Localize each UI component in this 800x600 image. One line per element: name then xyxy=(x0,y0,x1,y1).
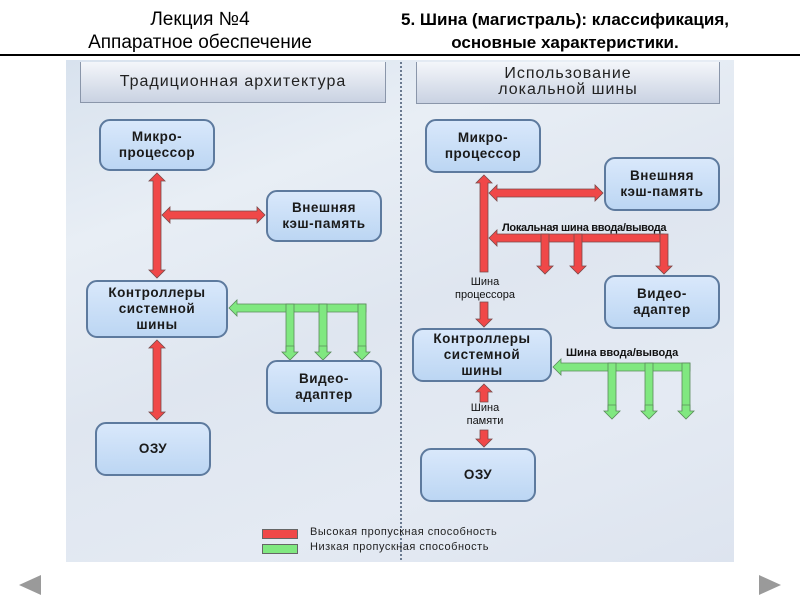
lecture-number: Лекция №4 xyxy=(150,9,250,30)
right-cpu-node: Микро- процессор xyxy=(425,119,541,173)
legend-swatch-high xyxy=(262,529,298,539)
left-section-title: Традиционная архитектура xyxy=(80,62,386,103)
memory-bus-label: Шина памяти xyxy=(466,402,504,427)
course-name: Аппаратное обеспечение xyxy=(88,32,312,53)
right-triangle-icon xyxy=(759,575,781,595)
right-io-arrow-1 xyxy=(603,404,621,420)
right-local-io-arrow-2 xyxy=(569,233,587,275)
left-triangle-icon xyxy=(19,575,41,595)
right-cache-bus xyxy=(488,184,604,202)
left-controllers-node: Контроллеры системной шины xyxy=(86,280,228,338)
right-cache-node: Внешняя кэш-память xyxy=(604,157,720,211)
prev-slide-button[interactable] xyxy=(15,572,45,598)
next-slide-button[interactable] xyxy=(755,572,785,598)
right-ram-node: ОЗУ xyxy=(420,448,536,502)
slide-title: 5. Шина (магистраль): классификация, осн… xyxy=(330,8,800,54)
left-io-arrow-2 xyxy=(314,345,332,361)
legend-label-high: Высокая пропускная способность xyxy=(310,526,498,538)
right-local-io-arrow-1 xyxy=(536,233,554,275)
legend-label-low: Низкая пропускная способность xyxy=(310,541,489,553)
slide-title-line2: основные характеристики. xyxy=(451,33,679,52)
right-local-io-arrow-3 xyxy=(655,233,673,275)
right-controllers-node: Контроллеры системной шины xyxy=(412,328,552,382)
right-memory-bus-up xyxy=(475,383,493,403)
io-bus-label: Шина ввода/вывода xyxy=(566,347,679,359)
right-memory-bus-down xyxy=(475,429,493,448)
left-io-drop-1 xyxy=(285,303,295,353)
lecture-header: Лекция №4 Аппаратное обеспечение xyxy=(0,8,400,54)
left-memory-bus xyxy=(148,339,166,421)
left-video-node: Видео- адаптер xyxy=(266,360,382,414)
left-cpu-node: Микро- процессор xyxy=(99,119,215,171)
left-io-arrow-1 xyxy=(281,345,299,361)
right-cpu-bus xyxy=(475,174,493,273)
header-divider xyxy=(0,54,800,56)
left-ram-node: ОЗУ xyxy=(95,422,211,476)
slide-title-line1: 5. Шина (магистраль): классификация, xyxy=(401,10,729,29)
left-io-drop-3 xyxy=(357,303,367,353)
right-io-arrow-3 xyxy=(677,404,695,420)
left-cache-bus xyxy=(161,206,266,224)
left-cache-node: Внешняя кэш-память xyxy=(266,190,382,242)
right-io-arrow-2 xyxy=(640,404,658,420)
local-io-bus-label: Локальная шина ввода/вывода xyxy=(502,222,667,234)
right-cpu-controllers-arrow xyxy=(475,301,493,328)
cpu-bus-label: Шина процессора xyxy=(455,276,515,301)
right-video-node: Видео- адаптер xyxy=(604,275,720,329)
legend-swatch-low xyxy=(262,544,298,554)
left-io-drop-2 xyxy=(318,303,328,353)
right-io-bus xyxy=(552,358,691,376)
left-cpu-controllers-bus xyxy=(148,172,166,279)
section-divider xyxy=(400,62,402,560)
left-io-bus xyxy=(228,299,367,317)
right-section-title: Использование локальной шины xyxy=(416,62,720,104)
left-io-arrow-3 xyxy=(353,345,371,361)
